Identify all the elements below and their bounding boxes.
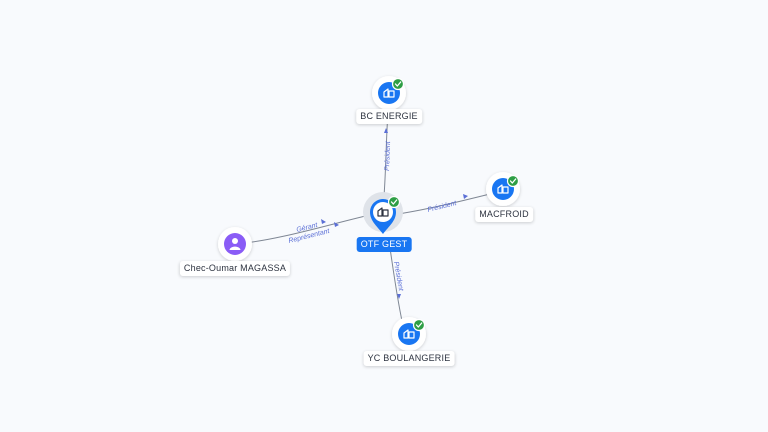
arrow-representant (334, 222, 339, 227)
label-person[interactable]: Chec-Oumar MAGASSA (179, 261, 291, 276)
verified-check-icon (391, 77, 405, 91)
verified-check-icon (412, 318, 426, 332)
verified-check-icon (506, 174, 520, 188)
node-yc-boulangerie[interactable] (392, 317, 426, 351)
building-icon (377, 207, 389, 217)
arrow-to-macfroid (463, 194, 468, 199)
node-macfroid[interactable] (486, 172, 520, 206)
edge-label-president-macfroid: Président (427, 200, 458, 214)
verified-check-icon (387, 195, 401, 209)
arrow-to-yc-boulangerie (397, 294, 401, 299)
person-icon (229, 238, 241, 250)
edge-label-president-bc: Président (384, 140, 392, 171)
label-yc-boulangerie[interactable]: YC BOULANGERIE (363, 351, 455, 366)
node-person[interactable] (218, 227, 252, 261)
label-macfroid[interactable]: MACFROID (475, 207, 533, 222)
arrow-to-bc-energie (384, 128, 388, 133)
node-bc-energie[interactable] (372, 76, 406, 110)
arrow-gerant (321, 219, 326, 224)
label-bc-energie[interactable]: BC ENERGIE (356, 109, 422, 124)
node-otf-gest[interactable] (363, 192, 403, 234)
label-otf-gest[interactable]: OTF GEST (356, 237, 412, 252)
